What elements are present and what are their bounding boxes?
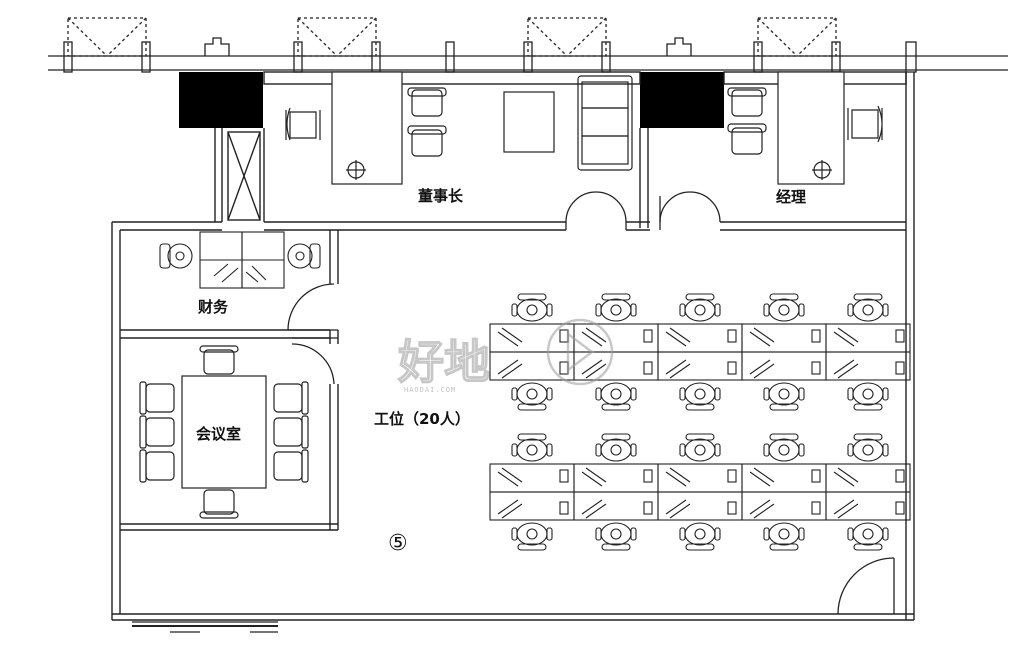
meeting-room-furniture <box>139 345 309 519</box>
finance-chair-1 <box>159 243 193 269</box>
workstation-chair <box>763 433 805 462</box>
sofa <box>577 75 633 171</box>
guest-chair-1 <box>407 87 447 117</box>
watermark-subtext: HAODAI.COM <box>404 386 456 394</box>
workstation-desk <box>489 463 575 521</box>
structural-columns <box>179 72 724 128</box>
meeting-chair-left-1 <box>139 381 175 415</box>
workstation-chair <box>679 433 721 462</box>
workstation-chair <box>679 522 721 551</box>
workstation-chair <box>679 293 721 322</box>
workstation-chair <box>595 382 637 411</box>
workstation-chair <box>847 522 889 551</box>
walls <box>111 71 915 621</box>
workstation-desk <box>573 463 659 521</box>
workstation-desk <box>657 323 743 381</box>
window-bay-2 <box>293 17 381 73</box>
label-manager: 经理 <box>776 188 806 206</box>
workstation-desk <box>741 463 827 521</box>
meeting-chair-bottom <box>199 489 239 519</box>
unit-number: ⑤ <box>388 531 408 556</box>
doors <box>132 191 895 633</box>
workstation-desk <box>741 323 827 381</box>
window-bay-4 <box>753 17 841 73</box>
finance-chair-2 <box>287 243 321 269</box>
workstation-chair <box>679 382 721 411</box>
watermark-text: 好地 <box>397 335 490 389</box>
workstation-chair <box>595 293 637 322</box>
meeting-chair-top <box>199 345 239 375</box>
workstation-desk <box>825 323 911 381</box>
facade <box>48 17 1008 73</box>
workstation-chair <box>847 293 889 322</box>
workstation-desk <box>489 323 575 381</box>
workstation-chair <box>763 382 805 411</box>
meeting-chair-left-3 <box>139 449 175 483</box>
workstation-chair <box>511 522 553 551</box>
label-finance: 财务 <box>198 298 229 316</box>
workstation-chair <box>763 522 805 551</box>
guest-chair-2 <box>407 125 447 157</box>
watermark: 好地 HAODAI.COM <box>396 318 614 394</box>
workstation-chair <box>847 382 889 411</box>
workstation-desk <box>657 463 743 521</box>
meeting-chair-left-2 <box>139 415 175 449</box>
meeting-chair-right-3 <box>273 449 309 483</box>
workstation-chair <box>511 433 553 462</box>
manager-office-furniture <box>727 71 883 185</box>
window-bay-3 <box>523 17 611 73</box>
workstation-chair <box>595 522 637 551</box>
workstation-cluster <box>489 433 911 551</box>
label-chairman: 董事长 <box>418 187 464 205</box>
meeting-chair-right-1 <box>273 381 309 415</box>
label-workstations: 工位（20人） <box>374 410 470 428</box>
guest-chair-3 <box>727 87 767 117</box>
meeting-chair-right-2 <box>273 415 309 449</box>
label-meeting-room: 会议室 <box>196 425 241 443</box>
workstation-desk <box>573 323 659 381</box>
workstation-chair <box>763 293 805 322</box>
workstation-clusters <box>489 293 911 551</box>
finance-room-furniture <box>159 231 321 289</box>
workstation-chair <box>511 382 553 411</box>
chairman-office-furniture <box>285 71 633 185</box>
workstation-cluster <box>489 293 911 411</box>
window-bay-1 <box>63 17 151 73</box>
workstation-chair <box>847 433 889 462</box>
workstation-desk <box>825 463 911 521</box>
guest-chair-4 <box>727 123 767 155</box>
workstation-chair <box>595 433 637 462</box>
workstation-chair <box>511 293 553 322</box>
